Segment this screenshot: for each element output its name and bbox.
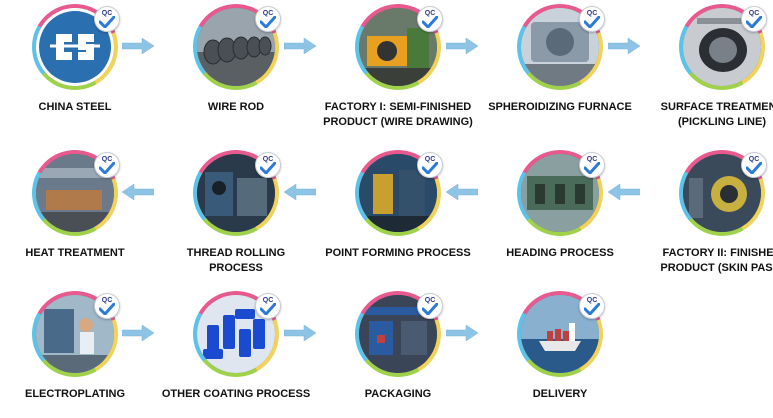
step-label: POINT FORMING PROCESS xyxy=(325,247,471,259)
arrow-right-icon xyxy=(445,324,479,346)
qc-badge: QC xyxy=(417,6,443,32)
qc-badge-text: QC xyxy=(586,10,598,17)
checkmark-icon xyxy=(584,162,600,174)
qc-badge: QC xyxy=(94,152,120,178)
step-label: OTHER COATING PROCESS xyxy=(161,388,311,400)
qc-badge: QC xyxy=(417,152,443,178)
qc-badge-text: QC xyxy=(262,297,274,304)
arrow-left-icon xyxy=(445,183,479,205)
step-ring xyxy=(193,4,279,90)
checkmark-icon xyxy=(260,16,276,28)
checkmark-icon xyxy=(584,303,600,315)
qc-badge: QC xyxy=(255,293,281,319)
qc-badge-text: QC xyxy=(101,297,113,304)
qc-badge-text: QC xyxy=(262,156,274,163)
checkmark-icon xyxy=(746,162,762,174)
qc-badge: QC xyxy=(94,293,120,319)
checkmark-icon xyxy=(422,303,438,315)
step-label: DELIVERY xyxy=(532,388,588,400)
checkmark-icon xyxy=(260,162,276,174)
pickling-coil-icon xyxy=(683,8,761,86)
qc-badge: QC xyxy=(579,293,605,319)
qc-badge-text: QC xyxy=(748,156,760,163)
qc-badge-text: QC xyxy=(101,10,113,17)
qc-badge-text: QC xyxy=(748,10,760,17)
step-ring xyxy=(517,150,603,236)
checkmark-icon xyxy=(746,16,762,28)
step-label: PACKAGING xyxy=(364,388,432,400)
qc-badge: QC xyxy=(579,6,605,32)
qc-badge-text: QC xyxy=(101,156,113,163)
step-photo xyxy=(683,8,761,86)
step-label: FACTORY I: SEMI-FINISHED PRODUCT (WIRE D… xyxy=(323,101,473,128)
step-label: HEAT TREATMENT xyxy=(25,247,125,259)
qc-badge: QC xyxy=(579,152,605,178)
arrow-left-icon xyxy=(283,183,317,205)
checkmark-icon xyxy=(99,162,115,174)
step-label: ELECTROPLATING xyxy=(24,388,125,400)
checkmark-icon xyxy=(422,162,438,174)
arrow-left-icon xyxy=(121,183,155,205)
qc-badge-text: QC xyxy=(424,10,436,17)
checkmark-icon xyxy=(584,16,600,28)
qc-badge: QC xyxy=(741,6,767,32)
qc-badge-text: QC xyxy=(424,156,436,163)
arrow-right-icon xyxy=(607,37,641,59)
qc-badge-text: QC xyxy=(586,297,598,304)
checkmark-icon xyxy=(99,303,115,315)
thread-rolling-machine-icon xyxy=(197,154,275,232)
arrow-right-icon xyxy=(445,37,479,59)
qc-badge-text: QC xyxy=(424,297,436,304)
arrow-right-icon xyxy=(283,37,317,59)
step-label: FACTORY II: FINISHED PRODUCT (SKIN PASS) xyxy=(660,247,773,274)
step-label: HEADING PROCESS xyxy=(506,247,614,259)
arrow-right-icon xyxy=(121,37,155,59)
checkmark-icon xyxy=(422,16,438,28)
step-label: SPHEROIDIZING FURNACE xyxy=(488,101,632,113)
checkmark-icon xyxy=(99,16,115,28)
step-label: SURFACE TREATMENT (PICKLING LINE) xyxy=(660,101,773,128)
qc-badge: QC xyxy=(741,152,767,178)
blue-coated-bolts-icon xyxy=(197,295,275,373)
qc-badge-text: QC xyxy=(586,156,598,163)
qc-badge: QC xyxy=(255,152,281,178)
qc-badge: QC xyxy=(255,6,281,32)
heading-machine-icon xyxy=(521,154,599,232)
csc-logo-icon xyxy=(36,8,114,86)
step-label: THREAD ROLLING PROCESS xyxy=(186,247,286,274)
packaging-warehouse-icon xyxy=(359,295,437,373)
step-label: WIRE ROD xyxy=(207,101,265,113)
arrow-right-icon xyxy=(121,324,155,346)
qc-badge: QC xyxy=(417,293,443,319)
step-label: CHINA STEEL xyxy=(38,101,112,113)
step-ring xyxy=(517,291,603,377)
step-photo xyxy=(197,295,275,373)
arrow-right-icon xyxy=(283,324,317,346)
qc-badge: QC xyxy=(94,6,120,32)
step-ring xyxy=(193,291,279,377)
checkmark-icon xyxy=(260,303,276,315)
arrow-left-icon xyxy=(607,183,641,205)
qc-badge-text: QC xyxy=(262,10,274,17)
